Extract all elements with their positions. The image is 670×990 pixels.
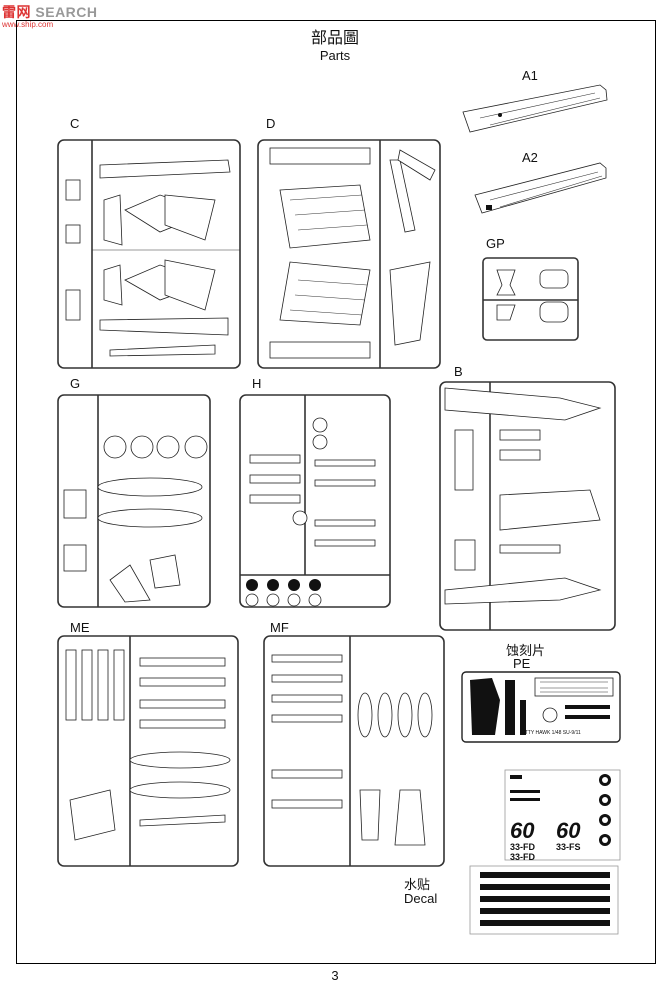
sprue-b	[439, 381, 616, 631]
part-a2-fuselage	[474, 162, 607, 214]
label-decal: Decal	[404, 891, 438, 906]
label-pe-cn: 蚀刻片	[506, 644, 546, 659]
page-frame	[16, 20, 656, 964]
sprue-g	[57, 394, 211, 608]
label-me: ME	[70, 620, 90, 635]
watermark: 雷网 SEARCH www.ship.com	[2, 2, 98, 29]
pe-fret	[461, 671, 621, 743]
watermark-site: www.ship.com	[2, 20, 54, 29]
label-c: C	[70, 116, 80, 131]
page-number: 3	[331, 968, 339, 983]
decal-mark-2: 60	[556, 818, 581, 843]
label-decal-cn: 水贴	[404, 878, 431, 893]
page-title-en: Parts	[319, 48, 351, 63]
decal-mark-4: 33-FS	[556, 842, 581, 852]
label-a1: A1	[522, 68, 538, 83]
label-h: H	[252, 376, 262, 391]
label-pe: PE	[513, 656, 531, 671]
decal-mark-5: 33-FD	[510, 852, 536, 862]
label-b: B	[454, 364, 463, 379]
page-title-cn: 部品圖	[310, 28, 359, 47]
decal-mark-1: 60	[510, 818, 535, 843]
decal-sheet	[469, 769, 621, 935]
sprue-c	[57, 139, 241, 369]
sprue-h	[239, 394, 391, 608]
label-mf: MF	[270, 620, 289, 635]
label-d: D	[266, 116, 276, 131]
pe-fret-text: KITTY HAWK 1/48 SU-9/11	[520, 730, 581, 736]
label-g: G	[70, 376, 81, 391]
part-a1-fuselage	[462, 84, 608, 133]
decal-mark-3: 33-FD	[510, 842, 536, 852]
label-a2: A2	[522, 150, 538, 165]
watermark-cn: 雷	[2, 4, 17, 20]
sprue-me	[57, 635, 239, 867]
watermark-brand: SEARCH	[35, 4, 98, 20]
sprue-gp	[482, 257, 579, 341]
sprue-d	[257, 139, 441, 369]
sprue-mf	[263, 635, 445, 867]
watermark-cn2: 网	[16, 4, 31, 20]
label-gp: GP	[486, 236, 505, 251]
